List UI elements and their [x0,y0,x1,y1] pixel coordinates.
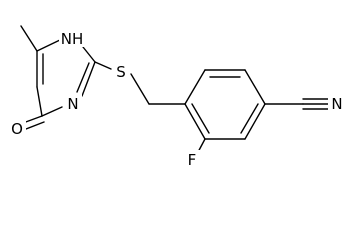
n-label-background [64,94,82,112]
bond-c2-n3 [81,61,96,97]
fluorine-atom-label: F [188,151,197,169]
bond-ring-3 [244,69,266,105]
bond-c4-c5 [36,86,43,117]
oxygen-label-background [8,119,26,137]
nh-label-background [59,29,85,47]
bond-ring-4 [244,103,266,140]
sulfur-label-background [112,62,130,80]
bond-n3-c4 [41,106,63,117]
bond-ring-1 [184,69,206,105]
n-atom-label: N [67,95,78,113]
bond-ring-6-inner [191,103,210,134]
nh-atom-label: NH [61,30,84,48]
fluorine-label-background [183,150,201,168]
chemical-structure-diagram: NH N O S F N [8,25,346,169]
sulfur-atom-label: S [116,63,126,81]
bond-ring-6 [184,103,206,140]
bond-c4-o-double [25,121,45,130]
nitrile-n-label-background [328,95,346,113]
bond-c2-s [94,61,112,70]
bond-c6-n1 [36,38,63,52]
bond-c4-o [22,115,43,124]
bond-c2-n3-double [76,62,90,93]
bond-c6-methyl [20,25,38,52]
oxygen-atom-label: O [11,120,23,138]
bond-s-ch2 [130,73,150,105]
nitrile-n-atom-label: N [331,95,342,113]
bond-ring-4-inner [240,103,259,134]
